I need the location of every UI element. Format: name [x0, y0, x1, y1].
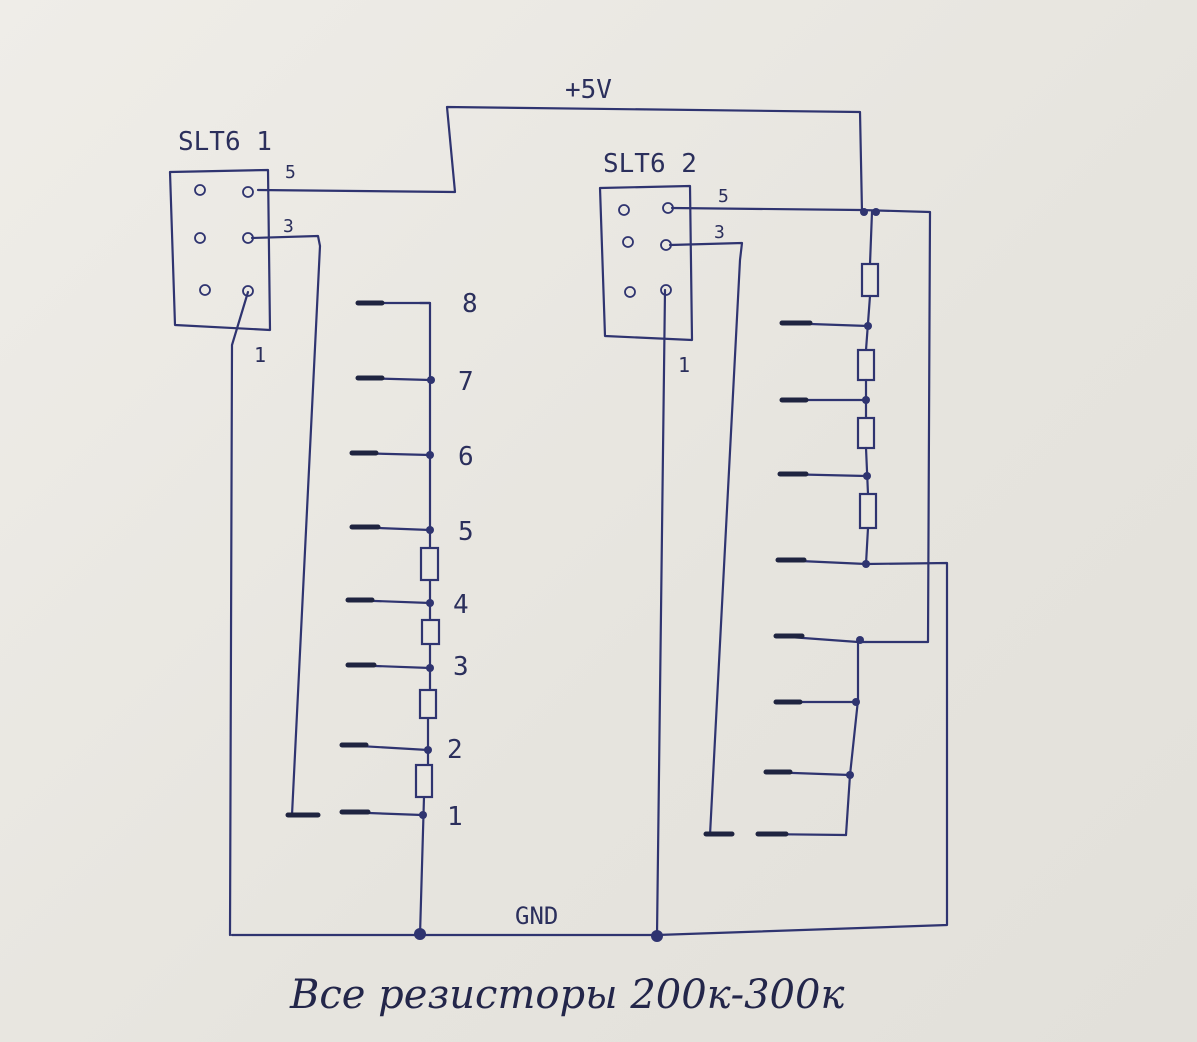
connector-2-pin-5-label: 5: [718, 186, 729, 207]
resistor: [420, 618, 441, 646]
connector-2-hole: [618, 204, 630, 216]
connector-1-hole: [242, 285, 254, 297]
ladder-label-4: 4: [453, 590, 469, 620]
connector-1-hole: [194, 184, 206, 196]
resistor: [419, 546, 440, 582]
resistor: [856, 416, 876, 450]
resistor: [856, 348, 876, 382]
ladder-label-8: 8: [462, 289, 478, 319]
connector-1-pin-1-label: 1: [254, 343, 266, 367]
connector-1-hole: [242, 186, 254, 198]
junction-node: [863, 472, 871, 480]
resistor: [860, 262, 880, 298]
ground-label: GND: [515, 902, 558, 930]
connector-slt6-2: SLT6 2 5 3 1: [598, 149, 932, 837]
junction-node: [864, 322, 872, 330]
connector-2-hole: [660, 284, 672, 296]
resistor: [418, 688, 438, 720]
connector-1-pin-5-label: 5: [285, 162, 296, 183]
ground-rail: GND: [228, 288, 949, 942]
connector-1-hole: [194, 232, 206, 244]
junction-node: [424, 746, 432, 754]
ladder-label-6: 6: [458, 442, 474, 472]
connector-1-pin-3-label: 3: [283, 216, 294, 237]
connector-2-hole: [622, 236, 634, 248]
gnd-node-right: [651, 930, 663, 942]
junction-node: [427, 376, 435, 384]
resistor: [858, 492, 878, 530]
connector-2-pin-3-label: 3: [714, 222, 725, 243]
junction-node: [419, 811, 427, 819]
junction-node: [856, 636, 864, 644]
left-ladder: 8 7 6 5 4 3 2 1: [285, 289, 478, 937]
ladder-label-7: 7: [458, 367, 474, 397]
ladder-label-2: 2: [447, 735, 463, 765]
junction-node: [860, 208, 868, 216]
junction-node: [852, 698, 860, 706]
resistor: [414, 763, 434, 799]
connector-2-pin-1-label: 1: [678, 353, 690, 377]
ladder-label-3: 3: [453, 652, 469, 682]
connector-2-hole: [624, 286, 636, 298]
power-label: +5V: [565, 75, 612, 105]
right-ladder: [703, 208, 880, 837]
junction-node: [846, 771, 854, 779]
ladder-label-1: 1: [447, 802, 463, 832]
ladder-label-5: 5: [458, 517, 474, 547]
power-rail: +5V: [256, 75, 864, 214]
connector-1-hole: [199, 284, 211, 296]
junction-node: [426, 526, 434, 534]
junction-node: [426, 599, 434, 607]
junction-node: [862, 560, 870, 568]
junction-node: [862, 396, 870, 404]
connector-slt6-1: SLT6 1 5 3 1: [168, 127, 322, 817]
resistor-caption: Все резисторы 200к-300к: [289, 972, 844, 1018]
connector-2-name: SLT6 2: [603, 149, 697, 179]
junction-node: [426, 664, 434, 672]
junction-node: [872, 208, 880, 216]
connector-1-name: SLT6 1: [178, 127, 272, 157]
junction-node: [426, 451, 434, 459]
